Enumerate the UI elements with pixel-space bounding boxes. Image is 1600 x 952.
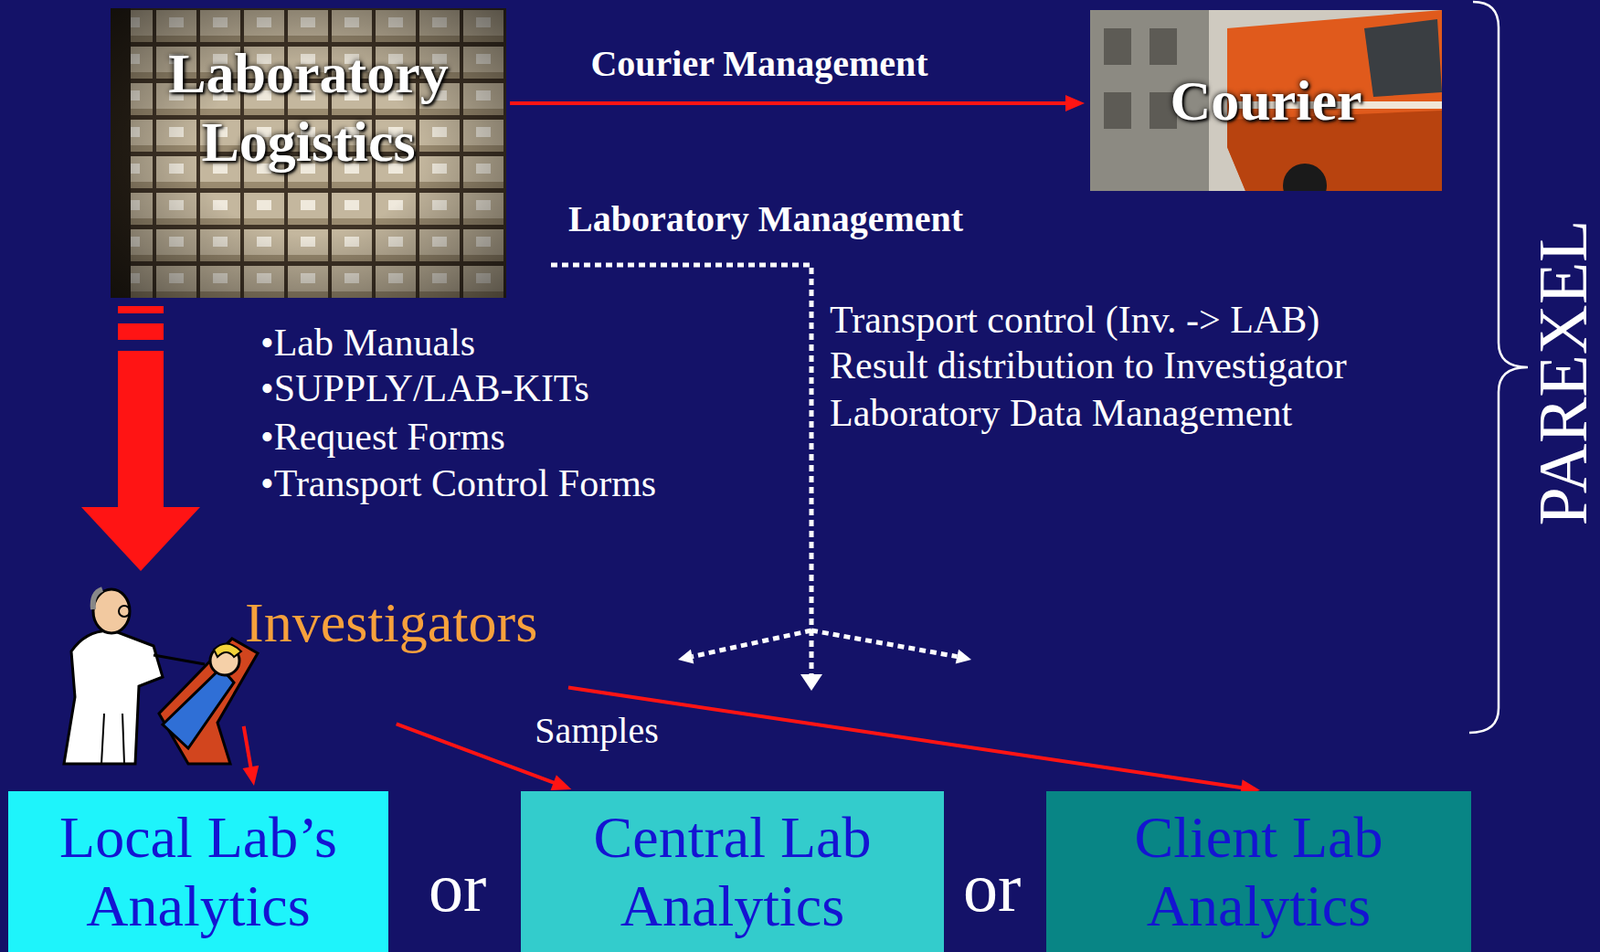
supply-item: •Transport Control Forms xyxy=(260,461,657,506)
supply-item: •SUPPLY/LAB-KITs xyxy=(260,366,590,411)
courier-photo-part xyxy=(1149,28,1177,65)
doctor-clipart-part xyxy=(101,713,125,764)
task-item: Transport control (Inv. -> LAB) xyxy=(829,297,1320,342)
doctor-clipart-part xyxy=(213,643,242,657)
node-title: Courier xyxy=(1169,66,1362,136)
logistics-box: Laboratory Logistics xyxy=(110,8,507,298)
group-brace-part xyxy=(1469,1,1528,733)
connector-part xyxy=(568,688,1242,789)
flow-label: Courier Management xyxy=(590,42,928,85)
sample-arrow xyxy=(243,726,260,786)
connector-part xyxy=(117,350,164,508)
lab-box: Client Lab Analytics xyxy=(1046,791,1472,952)
management-lines-part xyxy=(955,649,972,665)
connector-part xyxy=(117,306,164,314)
flow-label: Laboratory Management xyxy=(568,198,964,241)
arrow-head xyxy=(550,774,573,791)
or-separator: or xyxy=(963,847,1021,928)
archive-photo-part xyxy=(110,8,507,298)
arrow-head xyxy=(1065,95,1085,112)
doctor-clipart-part xyxy=(162,667,234,749)
management-lines-part xyxy=(678,649,694,665)
supply-item: •Request Forms xyxy=(260,414,506,459)
connector-part xyxy=(117,323,164,340)
courier-photo-part xyxy=(1364,19,1442,97)
connector-part xyxy=(243,726,252,768)
node-title: Investigators xyxy=(244,589,565,656)
archive-photo-part xyxy=(110,8,507,298)
courier-photo-part xyxy=(1282,163,1327,191)
management-lines-part xyxy=(692,630,812,657)
lab-box: Central Lab Analytics xyxy=(520,791,944,952)
doctor-clipart xyxy=(51,576,264,768)
arrow-head xyxy=(81,507,201,572)
sample-arrow xyxy=(568,688,1261,796)
or-separator: or xyxy=(428,847,487,928)
node-title: Local Lab’s Analytics xyxy=(15,803,382,941)
doctor-clipart-part xyxy=(93,589,103,610)
management-lines-part xyxy=(811,630,957,657)
task-item: Result distribution to Investigator xyxy=(829,343,1347,388)
connector-part xyxy=(509,101,1067,106)
doctor-clipart-part xyxy=(118,605,130,617)
sample-arrow xyxy=(509,95,1085,112)
courier-box: Courier xyxy=(1090,10,1442,191)
node-title: Client Lab Analytics xyxy=(1053,803,1464,941)
node-title: Laboratory Logistics xyxy=(110,39,507,177)
doctor-clipart-part xyxy=(153,655,205,665)
courier-photo-part xyxy=(1103,28,1132,65)
supply-item: •Lab Manuals xyxy=(260,320,476,365)
arrow-head xyxy=(243,765,260,786)
brand-label: PAREXEL xyxy=(1527,219,1598,526)
doctor-clipart-part xyxy=(93,589,130,634)
courier-photo-part xyxy=(1103,92,1132,129)
investigator-node: Investigators xyxy=(51,576,565,723)
management-lines-part xyxy=(800,674,823,691)
task-item: Laboratory Data Management xyxy=(829,391,1293,435)
lab-box: Local Lab’s Analytics xyxy=(8,791,389,952)
supply-arrow xyxy=(81,306,201,572)
doctor-clipart-part xyxy=(63,630,163,764)
edge-label: Samples xyxy=(530,709,663,753)
node-title: Central Lab Analytics xyxy=(528,803,937,941)
courier-photo-part xyxy=(1090,10,1442,191)
